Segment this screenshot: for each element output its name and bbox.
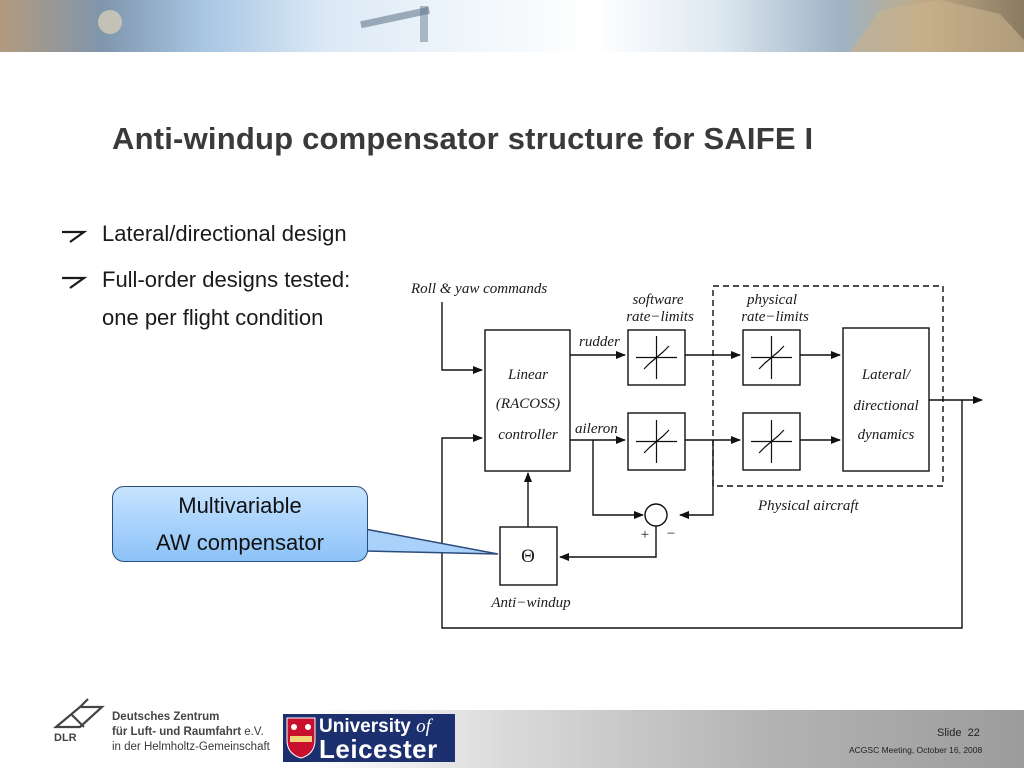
physical-aircraft-label: Physical aircraft	[757, 498, 860, 514]
dlr-logo-icon: DLR	[52, 698, 105, 744]
controller-label-1: Linear	[507, 367, 548, 383]
banner-artwork	[98, 0, 1024, 52]
university-name-line-1: University of	[319, 716, 431, 737]
dlr-line-1: Deutsches Zentrum	[112, 711, 220, 723]
post-limit-tap	[679, 440, 714, 519]
crest-icon	[286, 717, 316, 759]
callout-line-1: Multivariable	[178, 493, 302, 518]
university-name-line-2: Leicester	[319, 734, 438, 764]
pre-limit-tap	[592, 440, 644, 519]
input-label: Roll & yaw commands	[410, 281, 547, 297]
plus-sign: +	[641, 527, 649, 543]
dlr-text: Deutsches Zentrum für Luft- und Raumfahr…	[112, 710, 270, 755]
arrow-bullet-icon	[62, 276, 88, 289]
callout-line-2: AW compensator	[156, 530, 324, 555]
dlr-mark: DLR	[54, 732, 77, 744]
bullet-item: Lateral/directional design	[58, 221, 347, 247]
university-logo: University of Leicester	[283, 714, 455, 764]
slide-title: Anti-windup compensator structure for SA…	[112, 121, 814, 156]
dynamics-label-1: Lateral/	[861, 367, 912, 383]
slide-number: Slide 22	[937, 727, 980, 739]
aileron-label: aileron	[575, 421, 618, 437]
controller-label-2: (RACOSS)	[496, 396, 560, 412]
command-input-line	[441, 302, 483, 374]
bullet-text: Full-order designs tested:	[102, 267, 351, 292]
footer-bar	[0, 710, 1024, 768]
dlr-line-2-suffix: e.V.	[241, 726, 264, 738]
meeting-info: ACGSC Meeting, October 16, 2008	[849, 745, 983, 755]
dynamics-block	[842, 327, 930, 472]
physical-label-1: physical	[746, 292, 797, 308]
feedback-loop-line	[441, 400, 963, 629]
rudder-label: rudder	[579, 334, 620, 350]
saturation-glyphs	[636, 336, 792, 463]
header-banner	[0, 0, 1024, 52]
software-label-1: software	[632, 292, 683, 308]
controller-label-3: controller	[498, 427, 558, 443]
dlr-line-2: für Luft- und Raumfahrt	[112, 726, 242, 738]
minus-sign: −	[667, 526, 675, 542]
bullet-text: Lateral/directional design	[102, 221, 347, 246]
anti-windup-block	[499, 526, 558, 586]
dynamics-label-3: dynamics	[858, 427, 915, 443]
physical-label-2: rate−limits	[741, 309, 809, 325]
anti-windup-label: Anti−windup	[490, 595, 571, 611]
dynamics-label-2: directional	[853, 398, 918, 414]
controller-block	[484, 329, 571, 472]
dlr-line-3: in der Helmholtz-Gemeinschaft	[112, 741, 270, 753]
bullet-item: Full-order designs tested:	[58, 267, 350, 293]
callout-box: Multivariable AW compensator	[112, 486, 368, 562]
anti-windup-symbol: Θ	[521, 546, 535, 567]
bullet-continuation: one per flight condition	[102, 305, 324, 330]
physical-aircraft-boundary	[712, 285, 944, 487]
arrow-bullet-icon	[62, 230, 88, 243]
summing-junction	[644, 503, 668, 527]
software-label-2: rate−limits	[626, 309, 694, 325]
block-diagram: Roll & yaw commands Linear (RACOSS) cont…	[410, 281, 983, 629]
